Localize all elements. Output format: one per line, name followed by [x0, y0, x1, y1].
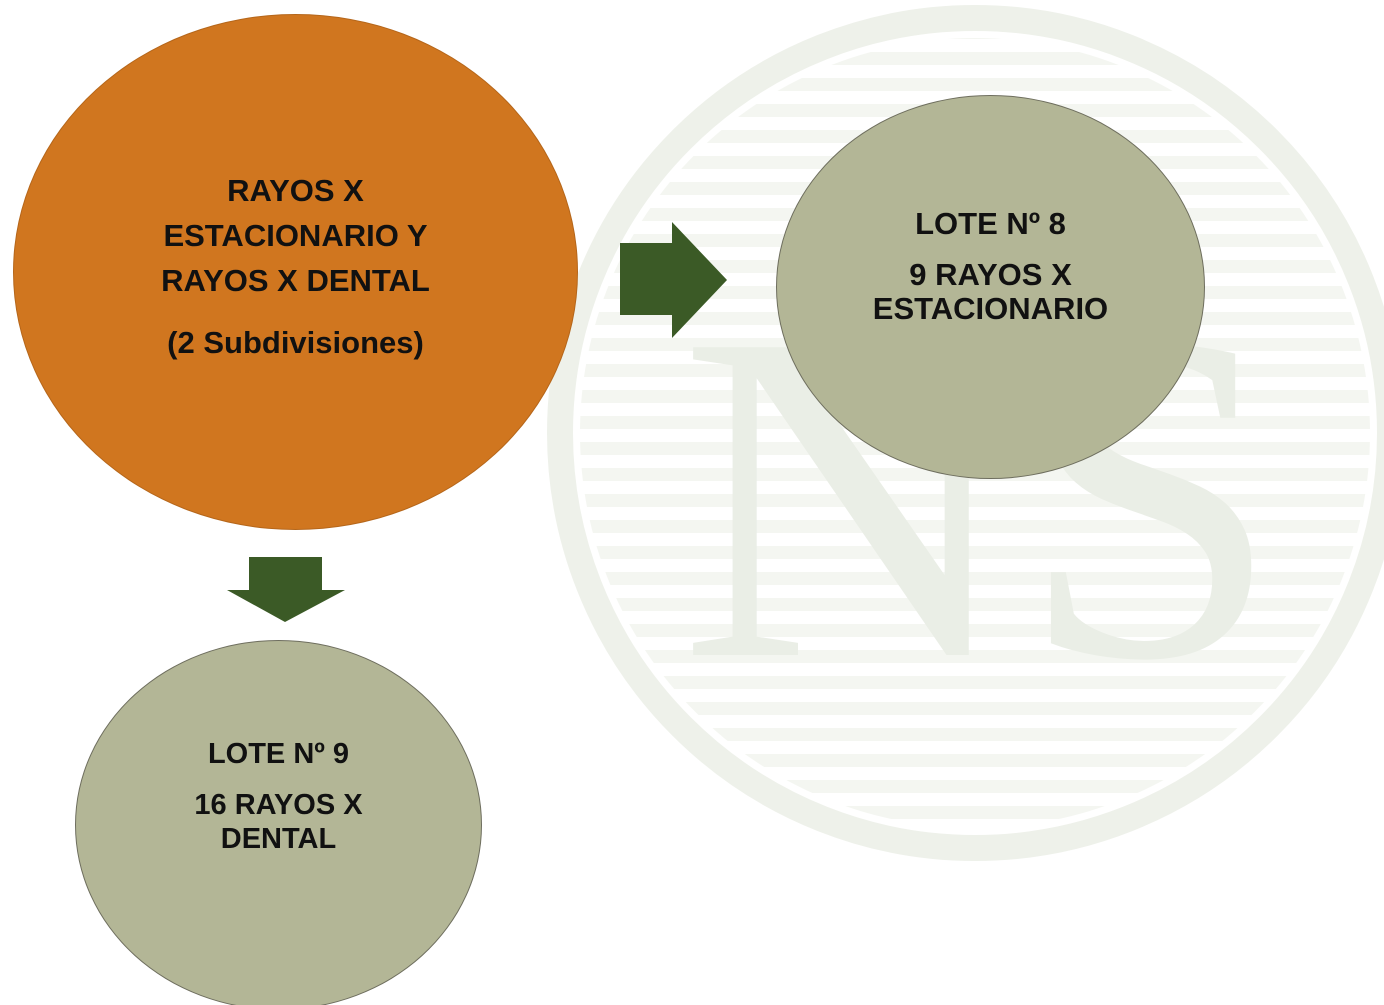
lot-9-title: LOTE Nº 9	[207, 737, 350, 770]
arrow-right-icon	[620, 222, 727, 338]
source-node-line-2: ESTACIONARIO Y	[163, 217, 428, 253]
source-node-line-3: RAYOS X DENTAL	[161, 262, 430, 298]
lot-9-line-2: DENTAL	[220, 822, 337, 855]
lot-9-node-ellipse: LOTE Nº 9 16 RAYOS X DENTAL	[75, 640, 482, 1005]
lot-9-line-1: 16 RAYOS X	[194, 788, 363, 821]
lot-8-line-2: ESTACIONARIO	[872, 290, 1109, 326]
lot-8-title: LOTE Nº 8	[915, 205, 1066, 241]
arrow-down-icon	[227, 557, 345, 622]
lot-8-node-ellipse: LOTE Nº 8 9 RAYOS X ESTACIONARIO	[776, 95, 1205, 479]
source-node-ellipse: RAYOS X ESTACIONARIO Y RAYOS X DENTAL (2…	[13, 14, 578, 530]
source-node-note: (2 Subdivisiones)	[167, 324, 424, 360]
source-node-line-1: RAYOS X	[227, 172, 364, 208]
lot-8-line-1: 9 RAYOS X	[909, 256, 1072, 292]
